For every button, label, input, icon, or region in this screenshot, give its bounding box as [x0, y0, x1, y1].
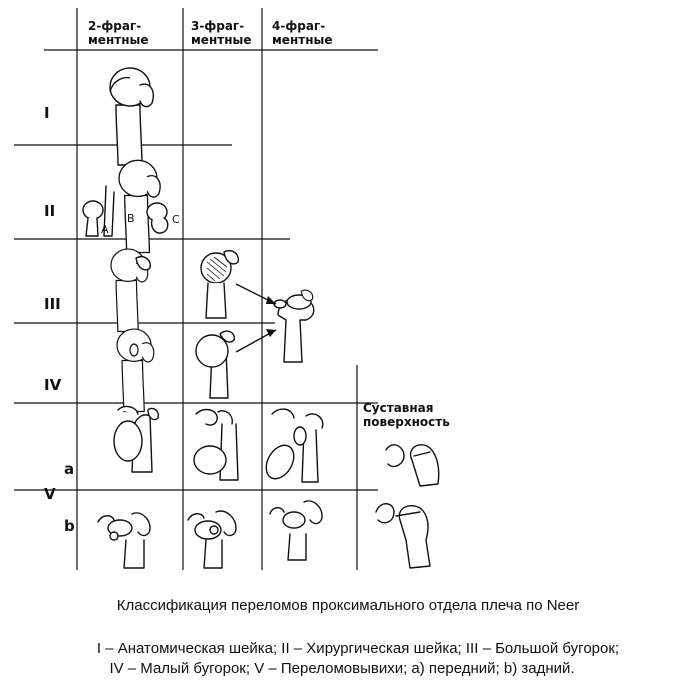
figure-legend-line-2: IV – Малый бугорок; V – Переломовывихи; … [109, 660, 575, 677]
sublabel-b: B [127, 212, 135, 225]
bone-row-v-b-articular [375, 503, 431, 569]
header-4-fragment-line2: ментные [272, 33, 332, 47]
bone-row-v-a-2-fragment [113, 405, 160, 473]
bone-row-i-2-fragment [109, 67, 154, 166]
bone-row-iv-2-fragment [116, 328, 155, 413]
header-3-fragment-line1: 3-фраг- [191, 19, 244, 33]
grid-lines [14, 8, 378, 570]
header-articular-surface-line2: поверхность [363, 415, 450, 429]
bone-row-v-a-4-fragment [265, 408, 324, 483]
bone-row-v-a-articular [385, 444, 440, 487]
row-label-v: V [44, 485, 56, 503]
bone-row-iii-4-fragment [273, 289, 315, 363]
bone-row-v-b-2-fragment [97, 512, 151, 569]
header-articular-surface-line1: Суставная [363, 401, 433, 415]
bone-row-iv-3-fragment [195, 330, 235, 399]
bone-row-v-b-4-fragment [269, 500, 323, 561]
bone-row-iii-2-fragment [110, 248, 152, 333]
sublabel-c: C [172, 213, 180, 226]
row-label-iv: IV [44, 376, 62, 394]
row-label-v-b: b [64, 517, 75, 535]
bone-row-v-b-3-fragment [187, 510, 237, 569]
row-label-i: I [44, 104, 50, 122]
figure-title: Классификация переломов проксимального о… [116, 597, 580, 614]
row-label-v-a: a [64, 460, 74, 478]
figure-legend-line-1: I – Анатомическая шейка; II – Хирургичес… [96, 640, 620, 657]
displacement-arrows [235, 283, 277, 353]
bone-row-iii-3-fragment [200, 250, 240, 319]
column-headers: 2-фраг- ментные 3-фраг- ментные 4-фраг- … [88, 19, 450, 429]
bone-row-ii-2-fragment: A B C [82, 159, 180, 254]
header-2-fragment-line2: ментные [88, 33, 148, 47]
header-2-fragment-line1: 2-фраг- [88, 19, 141, 33]
bone-row-v-a-3-fragment [193, 408, 239, 481]
header-3-fragment-line2: ментные [191, 33, 251, 47]
row-label-iii: III [44, 295, 61, 313]
row-labels: I II III IV V a b [44, 104, 75, 535]
header-4-fragment-line1: 4-фраг- [272, 19, 325, 33]
sublabel-a: A [101, 223, 109, 236]
row-label-ii: II [44, 202, 55, 220]
